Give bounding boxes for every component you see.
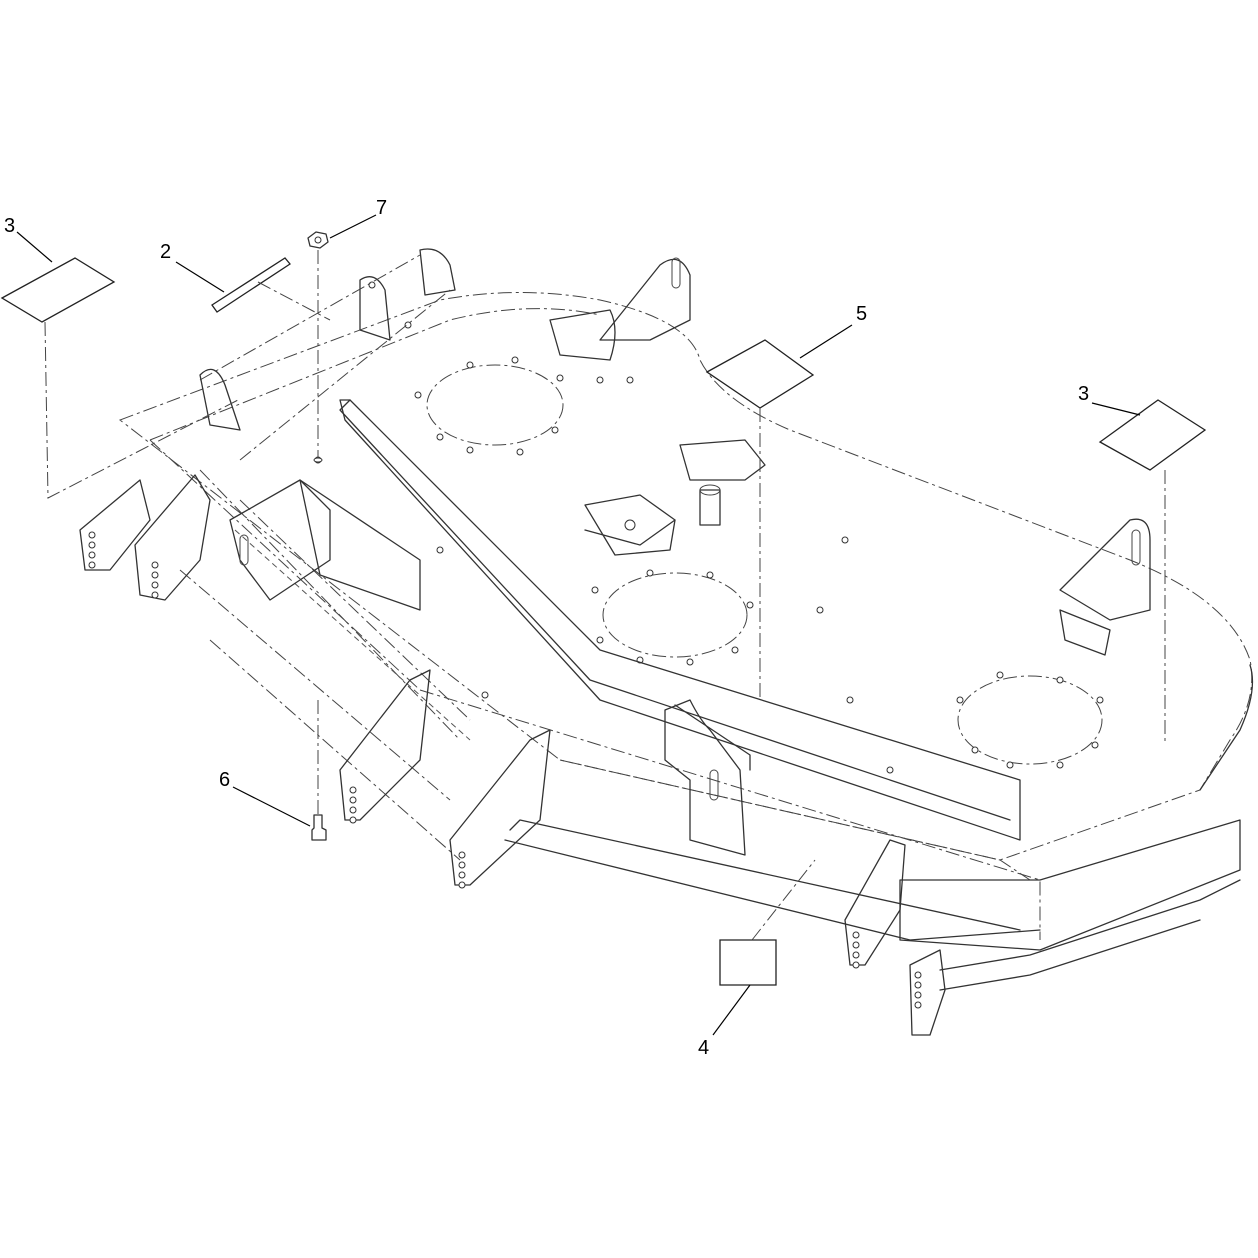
lift-plate-3 (339, 669, 431, 824)
front-rail (419, 664, 1254, 991)
callout-6: 6 (219, 769, 230, 791)
lift-plate-6 (909, 949, 946, 1036)
callout-3-right: 3 (1078, 383, 1089, 405)
spindle-opening-right (957, 675, 1103, 765)
callout-7: 7 (376, 197, 387, 219)
spindle-opening-center (602, 572, 748, 658)
right-bracket (1059, 518, 1151, 656)
callout-4: 4 (698, 1037, 709, 1059)
deck-top-plate (118, 292, 1253, 881)
left-side-frame (149, 439, 471, 861)
decal-4 (719, 859, 816, 986)
callout-5: 5 (856, 303, 867, 325)
rear-bracket-left (199, 248, 456, 461)
decal-2 (211, 257, 331, 321)
decal-5 (705, 339, 815, 700)
decal-3-left (0, 257, 239, 499)
hardware-bolt (311, 700, 327, 841)
callout-leaders (16, 214, 1141, 1036)
baffle-bar (339, 399, 1021, 841)
callout-2: 2 (160, 241, 171, 263)
lift-plate-4 (449, 729, 551, 889)
callout-3-left: 3 (4, 215, 15, 237)
lift-plate-1 (79, 479, 151, 571)
lift-plate-2 (134, 474, 211, 601)
center-bracket (549, 257, 766, 556)
spindle-opening-left (426, 364, 564, 446)
hardware-nut (307, 231, 329, 463)
lift-arm-plates (79, 474, 946, 1036)
front-lift-bracket (664, 699, 751, 856)
decal-3-right (1098, 399, 1207, 745)
spindle-openings (314, 321, 1104, 774)
lift-plate-5 (844, 839, 906, 969)
